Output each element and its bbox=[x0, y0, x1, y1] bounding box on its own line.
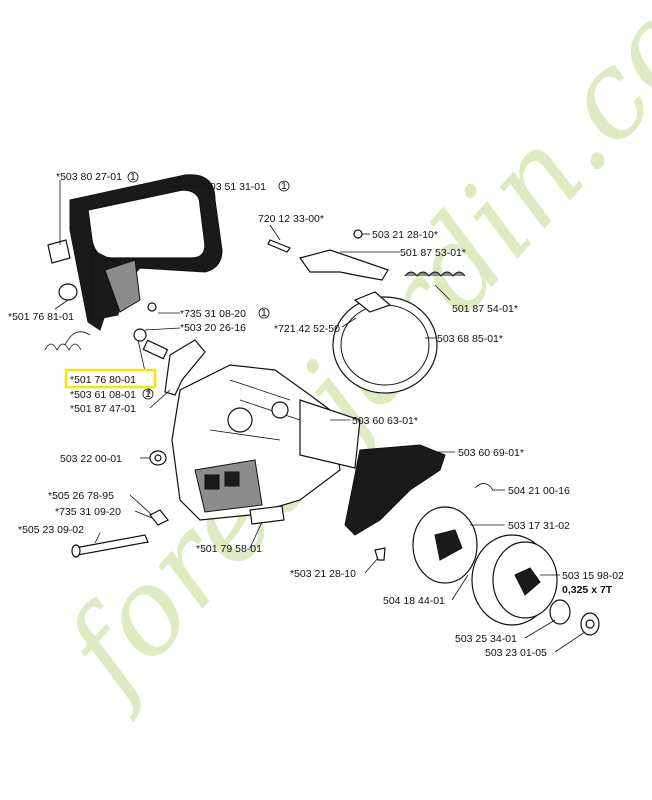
label-501-76-81-01: *501 76 81-01 bbox=[8, 311, 74, 323]
label-503-21-28-10: 503 21 28-10* bbox=[372, 229, 438, 241]
chain-guard bbox=[344, 444, 446, 536]
highlight-box bbox=[64, 368, 157, 389]
label-505-23-09-02: *505 23 09-02 bbox=[18, 524, 84, 536]
front-handle bbox=[47, 174, 223, 331]
circled-marker: 1 bbox=[261, 307, 267, 319]
label-501-87-54-01: 501 87 54-01* bbox=[452, 303, 518, 315]
circled-marker: 1 bbox=[281, 180, 287, 192]
label-503-61-08-01: *503 61 08-01 bbox=[70, 389, 136, 401]
label-503-20-26-16: *503 20 26-16 bbox=[180, 322, 246, 334]
label-503-51-31-01: *503 51 31-01 bbox=[200, 181, 266, 193]
label-501-87-53-01: 501 87 53-01* bbox=[400, 247, 466, 259]
label-503-22-00-01: 503 22 00-01 bbox=[60, 453, 122, 465]
crankcase bbox=[171, 364, 361, 521]
label-501-76-80-01: *501 76 80-01 bbox=[70, 374, 136, 386]
label-501-87-47-01: *501 87 47-01 bbox=[70, 403, 136, 415]
spring-and-pins bbox=[44, 302, 169, 360]
part-labels: *503 80 27-01 1 *503 51 31-01 1 720 12 3… bbox=[8, 171, 624, 659]
label-503-80-27-01: *503 80 27-01 bbox=[56, 171, 122, 183]
label-735-31-08-20: *735 31 08-20 bbox=[180, 308, 246, 320]
label-503-17-31-02: 503 17 31-02 bbox=[508, 520, 570, 532]
label-503-68-85-01: 503 68 85-01* bbox=[437, 333, 503, 345]
label-501-79-58-01: *501 79 58-01 bbox=[196, 543, 262, 555]
brake-lever bbox=[267, 229, 466, 281]
label-503-60-69-01: 503 60 69-01* bbox=[458, 447, 524, 459]
label-505-26-78-95: *505 26 78-95 bbox=[48, 490, 114, 502]
label-503-15-98-02: 503 15 98-02 bbox=[562, 570, 624, 582]
label-720-12-33-00: 720 12 33-00* bbox=[258, 213, 324, 225]
brake-band bbox=[164, 291, 438, 396]
label-503-25-34-01: 503 25 34-01 bbox=[455, 633, 517, 645]
label-chain-pitch: 0,325 x 7T bbox=[562, 584, 613, 596]
circled-marker: 1 bbox=[145, 388, 151, 400]
clutch-assembly bbox=[412, 506, 600, 636]
label-503-23-01-05: 503 23 01-05 bbox=[485, 647, 547, 659]
label-503-21-28-10-b: *503 21 28-10 bbox=[290, 568, 356, 580]
label-504-21-00-16: 504 21 00-16 bbox=[508, 485, 570, 497]
circled-marker: 1 bbox=[130, 171, 136, 183]
label-721-42-52-50: *721 42 52-50 bbox=[274, 323, 340, 335]
label-504-18-44-01: 504 18 44-01 bbox=[383, 595, 445, 607]
label-503-60-63-01: 503 60 63-01* bbox=[352, 415, 418, 427]
label-735-31-09-20: *735 31 09-20 bbox=[55, 506, 121, 518]
small-parts bbox=[71, 450, 494, 561]
